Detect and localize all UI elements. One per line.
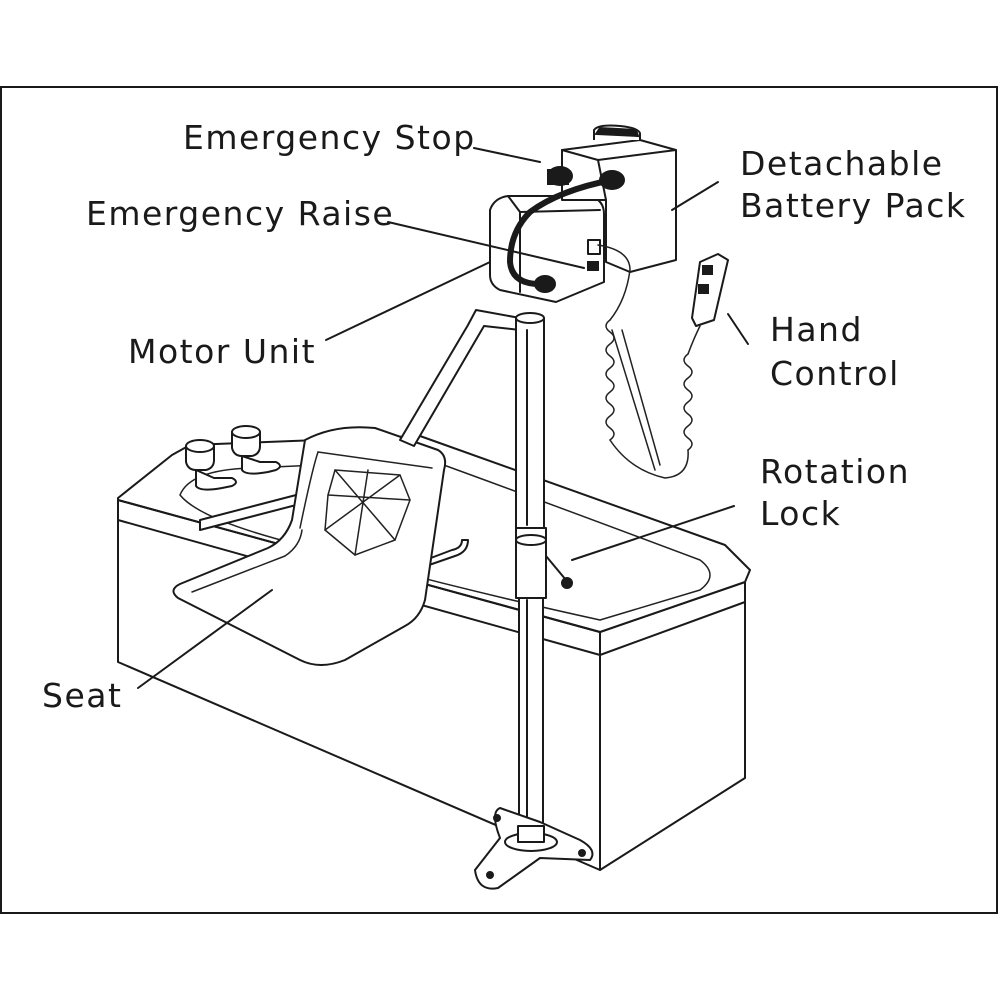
battery-pack-body [561,124,677,273]
label-detachable-line2: Battery Pack [740,186,967,225]
label-rotation-line2: Lock [760,494,842,533]
leader-emergency-raise [387,221,585,269]
motor-cable [506,170,625,293]
lift-arm [399,309,521,447]
coiled-cord [597,244,701,479]
leader-hand-control [727,313,749,345]
emergency-stop-button [547,166,573,186]
label-detachable-line1: Detachable [740,144,944,183]
leader-lines [137,147,749,689]
leader-seat [137,589,273,689]
lift-column [515,312,573,827]
label-emergency-raise: Emergency Raise [86,194,395,233]
seat [172,426,469,666]
leader-emergency-stop [473,147,541,163]
base-plate [474,807,594,890]
leader-rotation-lock [571,505,735,561]
label-emergency-stop: Emergency Stop [183,118,476,157]
label-motor-unit: Motor Unit [128,332,317,371]
label-seat: Seat [42,676,123,715]
hand-control-device [691,253,729,327]
label-hand-line1: Hand [770,310,863,349]
leader-battery-pack [671,181,719,211]
bath-taps [185,425,281,491]
label-rotation-line1: Rotation [760,452,911,491]
leader-motor-unit [325,261,491,341]
label-hand-line2: Control [770,354,900,393]
